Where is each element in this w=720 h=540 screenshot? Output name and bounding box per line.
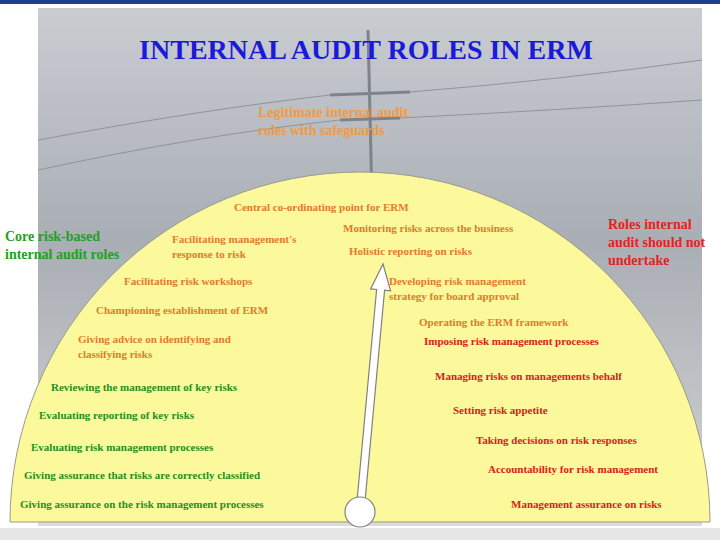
group-heading: Legitimate internal audit roles with saf…: [258, 104, 430, 140]
pointer-hub: [345, 497, 375, 527]
role-item: Giving assurance that risks are correctl…: [24, 468, 260, 483]
role-item: Facilitating risk workshops: [124, 274, 252, 289]
top-bar: [0, 0, 720, 4]
bottom-strip: [0, 528, 720, 540]
role-item: Championing establishment of ERM: [96, 303, 268, 318]
pointer-arrow: [356, 264, 391, 512]
role-item: Central co-ordinating point for ERM: [234, 200, 409, 215]
role-item: Evaluating risk management processes: [31, 440, 213, 455]
group-heading: Core risk-based internal audit roles: [5, 228, 120, 264]
power-lines: [38, 60, 702, 170]
role-item: Taking decisions on risk responses: [476, 433, 637, 448]
role-item: Holistic reporting on risks: [349, 244, 472, 259]
role-item: Reviewing the management of key risks: [51, 380, 237, 395]
group-heading: Roles internal audit should not undertak…: [608, 216, 712, 271]
slide-title: INTERNAL AUDIT ROLES IN ERM: [3, 34, 720, 66]
role-spectrum-semicircle: Central co-ordinating point for ERM Monit…: [10, 172, 710, 522]
role-item: Evaluating reporting of key risks: [39, 408, 194, 423]
role-item: Monitoring risks across the business: [343, 221, 513, 236]
role-item: Accountability for risk management: [488, 462, 658, 477]
role-item: Developing risk management strategy for …: [389, 274, 551, 305]
role-item: Giving advice on identifying and classif…: [78, 332, 258, 363]
role-item: Operating the ERM framework: [419, 315, 568, 330]
crossbar: [330, 92, 410, 95]
semicircle-fill: [10, 172, 710, 522]
role-item: Imposing risk management processes: [424, 334, 599, 349]
role-item: Facilitating management's response to ri…: [172, 232, 322, 263]
wire: [400, 100, 702, 118]
role-item: Managing risks on managements behalf: [435, 369, 622, 384]
role-item: Giving assurance on the risk management …: [20, 497, 264, 512]
role-item: Management assurance on risks: [511, 497, 662, 512]
role-item: Setting risk appetite: [453, 403, 548, 418]
